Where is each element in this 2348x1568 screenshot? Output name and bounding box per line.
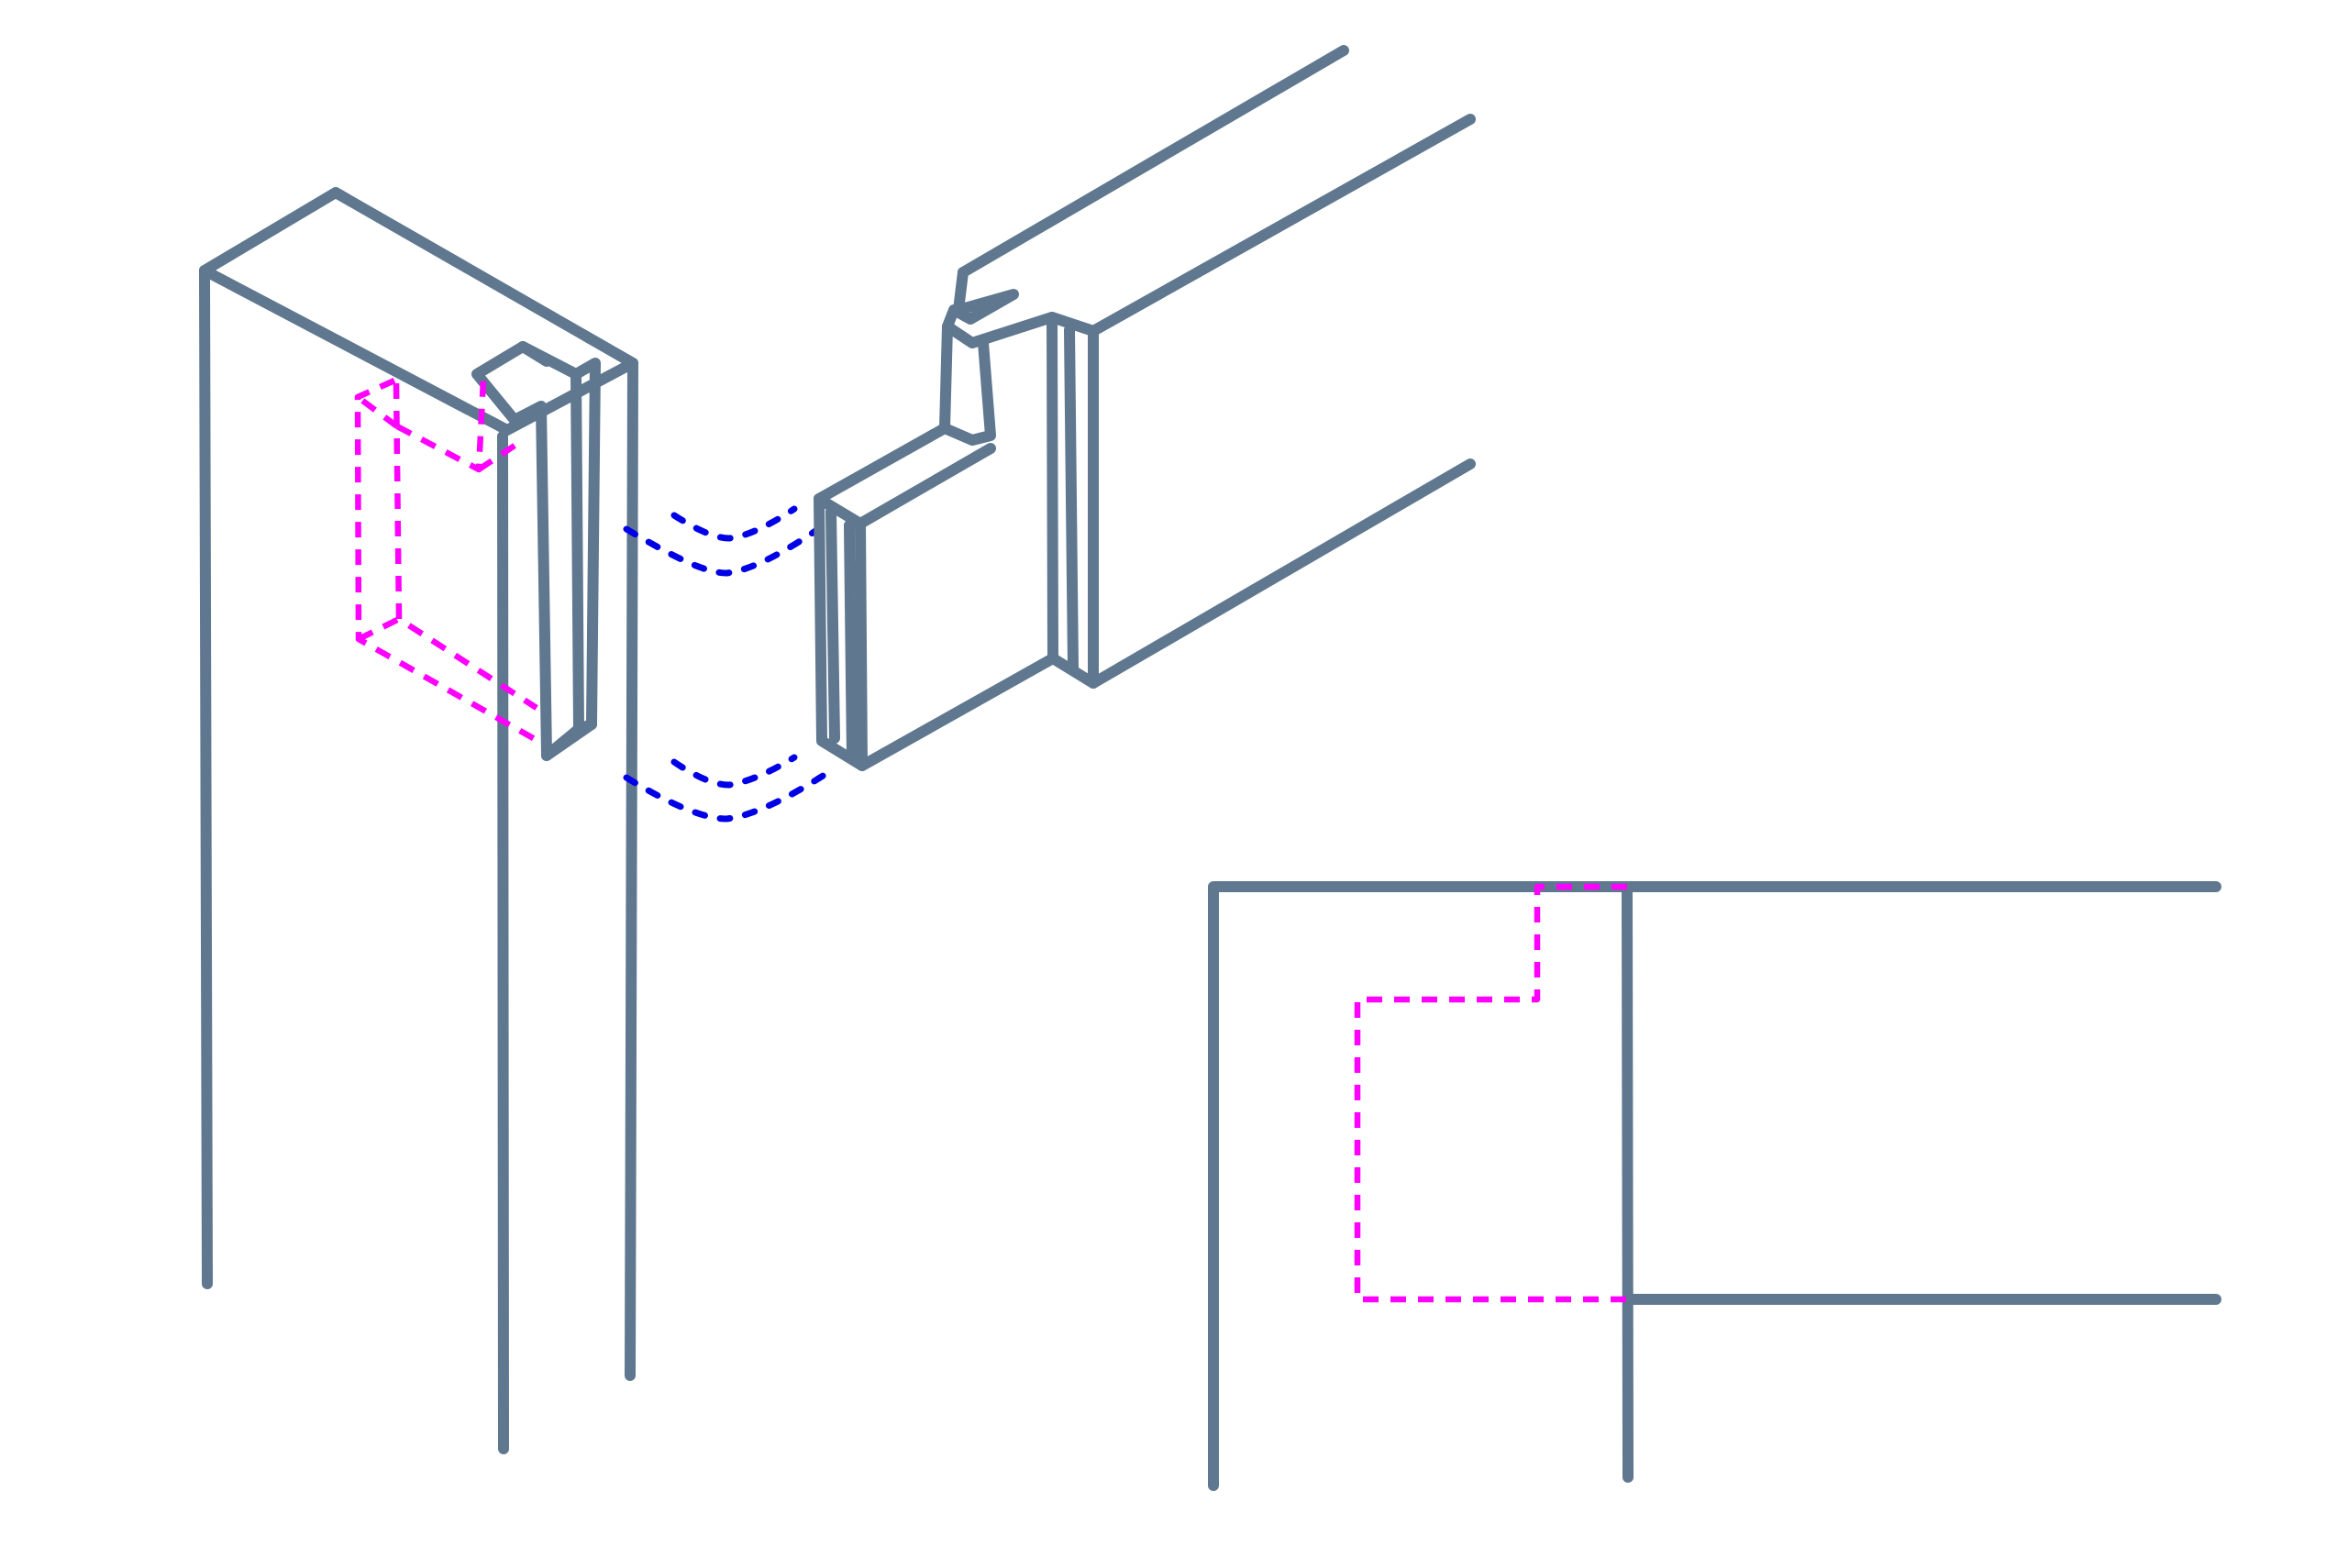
post-back-right-edge xyxy=(625,358,638,1381)
rail-with-haunched-tenon xyxy=(814,45,1476,771)
post-with-mortise xyxy=(199,187,638,1454)
tenon-inner-line xyxy=(844,520,858,764)
hidden-mortise-outer xyxy=(354,378,543,745)
rail-top-back-edge xyxy=(1088,114,1476,337)
tenon-top xyxy=(814,423,996,529)
post-top-face xyxy=(199,187,638,436)
rail-haunch-front xyxy=(939,321,996,446)
elevation-post-outline xyxy=(1208,881,1633,1491)
groove-bottom-line xyxy=(541,723,584,761)
elevation-post-right-edge xyxy=(1622,881,1634,1483)
motion-line-top-inner xyxy=(670,505,798,542)
shoulder-inner-line xyxy=(1064,325,1079,674)
hidden-mortise-inner xyxy=(393,382,538,711)
rail-shoulder xyxy=(1047,312,1099,689)
tenon-bottom xyxy=(857,653,1058,771)
hidden-mortise-haunch xyxy=(477,437,525,472)
assembly-motion-lines xyxy=(623,505,831,823)
hidden-mortise xyxy=(354,378,543,745)
rail-haunch xyxy=(942,267,1058,348)
elevation-hidden-tenon xyxy=(1354,883,1628,1303)
motion-line-bottom-outer xyxy=(623,769,831,823)
rail-bottom-edge xyxy=(1088,458,1476,689)
tenon-front-inner xyxy=(825,506,840,744)
joint-elevation xyxy=(1208,881,2221,1491)
rail-top-edge xyxy=(958,45,1349,278)
groove-inner-edge xyxy=(517,341,552,367)
tenon-front-face xyxy=(814,493,868,771)
motion-line-top-outer xyxy=(623,519,831,577)
post-outer-left-edge xyxy=(199,265,213,1289)
post-front-right-edge xyxy=(497,431,509,1454)
hidden-mortise-corner xyxy=(356,394,401,642)
motion-line-bottom-inner xyxy=(670,754,798,789)
